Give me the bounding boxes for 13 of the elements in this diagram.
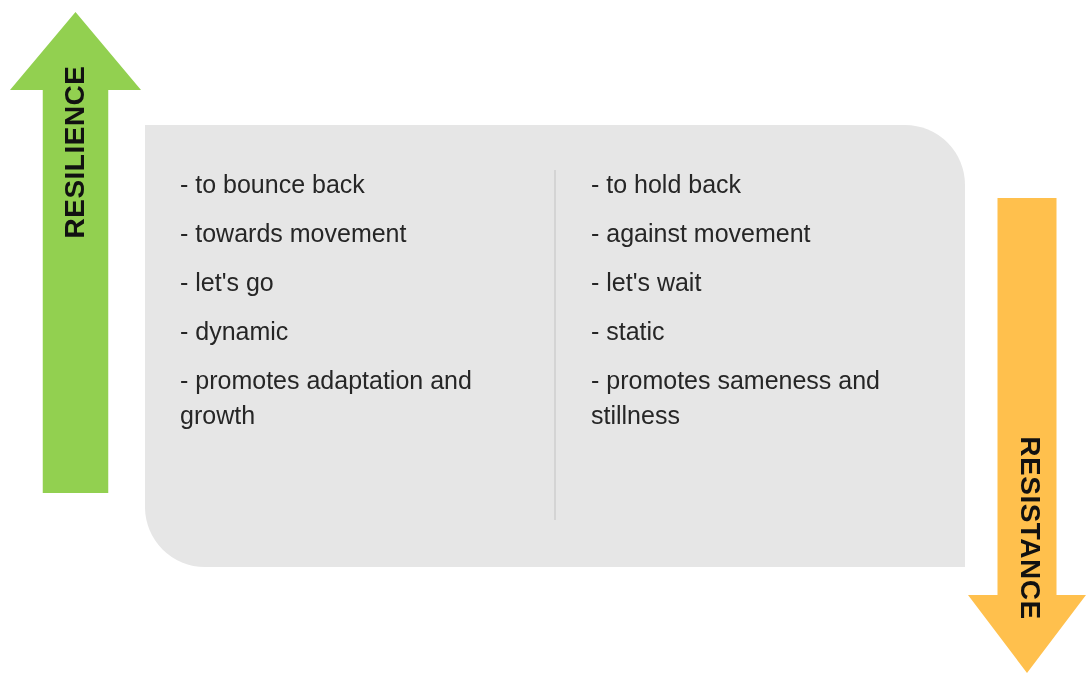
list-item: - against movement [591,218,812,249]
list-item: - promotes adaptation and growth [180,365,473,431]
arrow-label: RESISTANCE [1014,436,1046,620]
list-item: - let's go [180,267,275,298]
list-item: - promotes sameness and stillness [591,365,882,431]
list-item: - let's wait [591,267,703,298]
arrow-label: RESILIENCE [59,65,91,239]
list-item: - to hold back [591,169,743,200]
text-panel [145,125,965,567]
list-item: - to bounce back [180,169,366,200]
list-item: - dynamic [180,316,290,347]
list-item: - static [591,316,666,347]
list-item: - towards movement [180,218,408,249]
